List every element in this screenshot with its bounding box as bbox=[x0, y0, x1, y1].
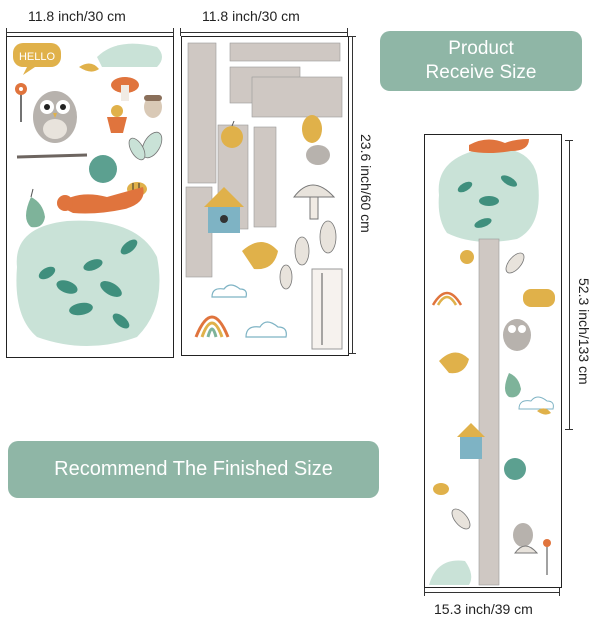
mouse-icon bbox=[302, 115, 330, 165]
dotted-bush-icon bbox=[89, 155, 117, 183]
sheet2-width-label: 11.8 inch/30 cm bbox=[202, 8, 300, 24]
tree-crown-icon bbox=[438, 148, 539, 242]
hello-sign-icon: HELLO bbox=[13, 43, 61, 75]
cloud-icon bbox=[211, 284, 287, 338]
dimension-tick bbox=[180, 28, 181, 36]
cloud-icon bbox=[518, 396, 554, 410]
sheet1-width-label: 11.8 inch/30 cm bbox=[28, 8, 126, 24]
product-receive-size-badge: Product Receive Size bbox=[380, 31, 582, 91]
owl-icon bbox=[33, 91, 77, 143]
finished-assembly-panel bbox=[424, 134, 562, 588]
squirrel-icon bbox=[242, 242, 278, 270]
leaf-cluster-icon bbox=[128, 131, 163, 161]
finished-artwork bbox=[429, 139, 555, 586]
sheet1-artwork: HELLO bbox=[13, 43, 163, 346]
dimension-tick bbox=[6, 28, 7, 36]
flower-icon bbox=[543, 539, 551, 575]
ground-bush-icon bbox=[429, 560, 472, 585]
finished-width-label: 15.3 inch/39 cm bbox=[434, 601, 533, 617]
mushroom-icon bbox=[514, 545, 539, 554]
recommend-finished-label: Recommend The Finished Size bbox=[54, 458, 333, 480]
squirrel-icon bbox=[439, 352, 469, 374]
product-receive-line1: Product bbox=[448, 38, 514, 59]
pot-icon bbox=[107, 105, 127, 133]
dotted-bush-icon bbox=[504, 458, 526, 480]
mushroom-large-icon bbox=[292, 184, 336, 220]
birdhouse-icon bbox=[204, 187, 244, 233]
flower-icon bbox=[15, 83, 27, 122]
owl-icon bbox=[503, 319, 531, 351]
decal-sheet-1: HELLO bbox=[6, 36, 174, 358]
recommend-finished-size-badge: Recommend The Finished Size bbox=[8, 441, 379, 498]
branch-icon bbox=[16, 153, 88, 159]
sheet2-width-line bbox=[180, 32, 348, 33]
rainbow-icon bbox=[431, 291, 463, 306]
decal-sheet-2 bbox=[181, 36, 349, 356]
fox-icon bbox=[57, 187, 144, 214]
pear-icon bbox=[505, 373, 521, 398]
sheet-height-label: 23.6 inch/60 cm bbox=[358, 134, 374, 233]
trunk-pieces-icon bbox=[185, 42, 343, 278]
hello-sign-text: HELLO bbox=[19, 51, 56, 63]
height-ruler-icon bbox=[311, 268, 343, 350]
product-receive-line2: Receive Size bbox=[425, 62, 537, 83]
hello-bubble-icon bbox=[523, 289, 555, 307]
dimension-tick bbox=[173, 28, 174, 36]
finished-height-line bbox=[569, 140, 570, 430]
tree-trunk-icon bbox=[478, 238, 500, 586]
dimension-tick bbox=[348, 353, 356, 354]
acorn-icon bbox=[144, 95, 162, 118]
sheet-height-line bbox=[352, 36, 353, 354]
apple-icon bbox=[221, 120, 243, 148]
leaves-icon bbox=[279, 220, 337, 290]
dimension-tick bbox=[565, 140, 573, 141]
leaves-icon bbox=[451, 252, 525, 530]
dimension-tick bbox=[348, 36, 356, 37]
rainbow-icon bbox=[194, 315, 230, 338]
dimension-tick bbox=[347, 28, 348, 36]
bee-icon bbox=[433, 483, 449, 495]
birdhouse-icon bbox=[457, 423, 485, 459]
sheet1-width-line bbox=[6, 32, 174, 33]
tree-crown-large-icon bbox=[16, 220, 160, 346]
mushroom-icon bbox=[111, 77, 139, 101]
sheet2-artwork bbox=[185, 42, 343, 350]
finished-width-line bbox=[424, 592, 560, 593]
pear-icon bbox=[26, 188, 45, 228]
finished-height-label: 52.3 inch/133 cm bbox=[576, 278, 592, 385]
bird-icon bbox=[79, 63, 99, 72]
dimension-tick bbox=[424, 588, 425, 596]
dimension-tick bbox=[559, 588, 560, 596]
tree-crown-small-icon bbox=[97, 43, 162, 67]
fox-icon bbox=[469, 139, 529, 153]
bird-icon bbox=[537, 408, 551, 415]
dimension-tick bbox=[565, 429, 573, 430]
mouse-icon bbox=[513, 523, 533, 547]
apple-icon bbox=[460, 250, 474, 264]
